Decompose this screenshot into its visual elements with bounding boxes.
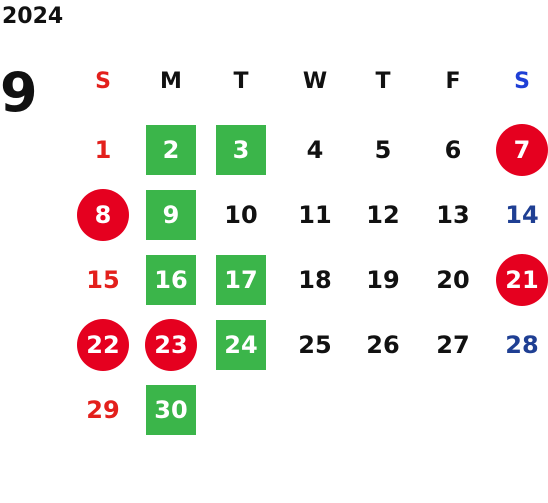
day-number: 22: [86, 331, 120, 359]
day-number: 30: [154, 396, 188, 424]
day-cell-30[interactable]: 30: [143, 385, 199, 435]
day-number: 23: [154, 331, 188, 359]
day-number: 29: [86, 396, 120, 424]
day-cell-13[interactable]: 13: [425, 190, 481, 240]
day-cell-29[interactable]: 29: [75, 385, 131, 435]
day-number: 1: [94, 136, 112, 164]
day-number: 7: [513, 136, 531, 164]
day-number: 3: [232, 136, 250, 164]
weekday-header-tue: T: [233, 68, 249, 94]
day-number: 24: [224, 331, 258, 359]
day-number: 18: [298, 266, 332, 294]
day-number: 21: [505, 266, 539, 294]
day-cell-11[interactable]: 11: [287, 190, 343, 240]
day-number: 12: [366, 201, 400, 229]
day-number: 25: [298, 331, 332, 359]
weekday-header-mon: M: [160, 68, 182, 94]
day-cell-20[interactable]: 20: [425, 255, 481, 305]
day-cell-9[interactable]: 9: [143, 190, 199, 240]
day-cell-12[interactable]: 12: [355, 190, 411, 240]
weekday-header-wed: W: [302, 68, 328, 94]
weekday-header-sat: S: [514, 68, 530, 94]
day-cell-14[interactable]: 14: [494, 190, 548, 240]
day-cell-27[interactable]: 27: [425, 320, 481, 370]
day-number: 26: [366, 331, 400, 359]
day-cell-17[interactable]: 17: [213, 255, 269, 305]
day-number: 11: [298, 201, 332, 229]
day-number: 2: [162, 136, 180, 164]
day-cell-3[interactable]: 3: [213, 125, 269, 175]
day-number: 28: [505, 331, 539, 359]
day-number: 20: [436, 266, 470, 294]
day-cell-21[interactable]: 21: [494, 254, 548, 306]
month-number: 9: [0, 61, 38, 124]
day-cell-28[interactable]: 28: [494, 320, 548, 370]
year-label: 2024: [2, 4, 64, 29]
day-number: 17: [224, 266, 258, 294]
day-number: 10: [224, 201, 258, 229]
day-cell-8[interactable]: 8: [75, 189, 131, 241]
day-cell-24[interactable]: 24: [213, 320, 269, 370]
day-cell-15[interactable]: 15: [75, 255, 131, 305]
day-cell-4[interactable]: 4: [287, 125, 343, 175]
day-number: 16: [154, 266, 188, 294]
day-number: 27: [436, 331, 470, 359]
day-number: 4: [306, 136, 324, 164]
day-number: 13: [436, 201, 470, 229]
day-cell-5[interactable]: 5: [355, 125, 411, 175]
day-cell-23[interactable]: 23: [143, 319, 199, 371]
day-number: 14: [505, 201, 539, 229]
day-cell-18[interactable]: 18: [287, 255, 343, 305]
day-cell-10[interactable]: 10: [213, 190, 269, 240]
day-number: 5: [374, 136, 392, 164]
day-cell-16[interactable]: 16: [143, 255, 199, 305]
day-cell-6[interactable]: 6: [425, 125, 481, 175]
day-number: 9: [162, 201, 180, 229]
weekday-header-fri: F: [445, 68, 461, 94]
day-cell-19[interactable]: 19: [355, 255, 411, 305]
weekday-header-thu: T: [375, 68, 391, 94]
day-cell-7[interactable]: 7: [494, 124, 548, 176]
day-cell-22[interactable]: 22: [75, 319, 131, 371]
day-number: 19: [366, 266, 400, 294]
day-number: 8: [94, 201, 112, 229]
day-cell-25[interactable]: 25: [287, 320, 343, 370]
day-cell-1[interactable]: 1: [75, 125, 131, 175]
day-cell-2[interactable]: 2: [143, 125, 199, 175]
day-number: 15: [86, 266, 120, 294]
day-cell-26[interactable]: 26: [355, 320, 411, 370]
day-number: 6: [444, 136, 462, 164]
weekday-header-sun: S: [95, 68, 111, 94]
